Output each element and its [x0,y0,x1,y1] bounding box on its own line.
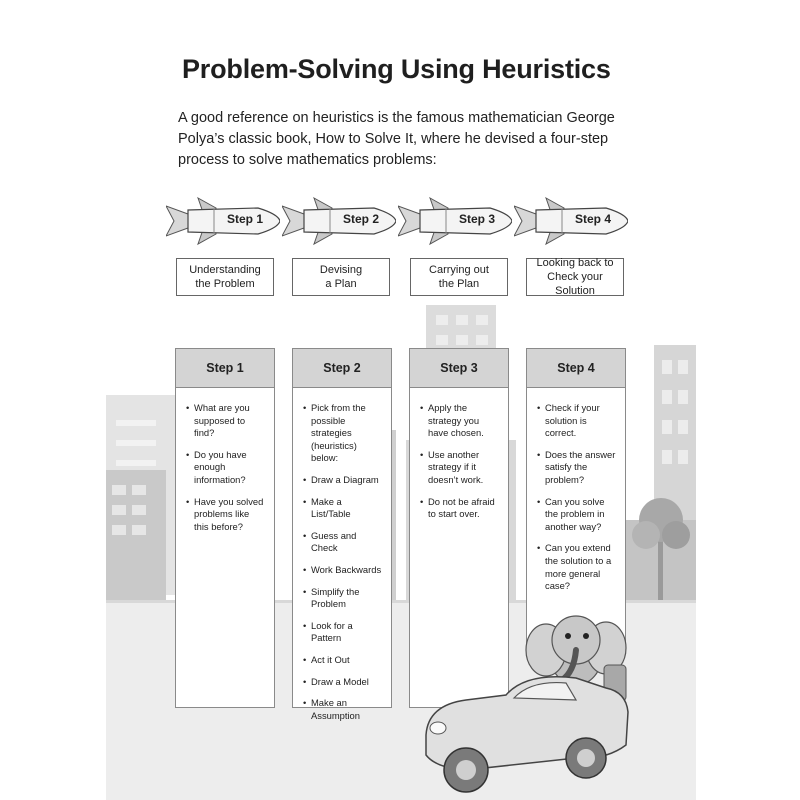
step-column-1: Step 1 What are you supposed to find? Do… [175,348,275,708]
list-item: Act it Out [303,654,383,667]
rocket-step-4: Step 4 [514,196,628,246]
step-column-4: Step 4 Check if your solution is correct… [526,348,626,648]
step-name-box-3: Carrying out the Plan [410,258,508,296]
column-header: Step 4 [527,349,625,388]
list-item: Do not be afraid to start over. [420,496,500,521]
rocket-step-1: Step 1 [166,196,280,246]
column-list: Pick from the possible strategies (heuri… [293,388,391,722]
intro-paragraph: A good reference on heuristics is the fa… [178,110,615,168]
list-item: Do you have enough information? [186,449,266,487]
column-list: Apply the strategy you have chosen. Use … [410,388,508,521]
rocket-label: Step 3 [458,212,495,226]
list-item: Work Backwards [303,564,383,577]
column-header: Step 1 [176,349,274,388]
column-list: Check if your solution is correct. Does … [527,388,625,593]
list-item: Simplify the Problem [303,586,383,611]
rocket-step-2: Step 2 [282,196,396,246]
list-item: Make an Assumption [303,697,383,722]
rocket-icon [514,196,628,246]
rocket-label: Step 4 [574,212,611,226]
worksheet-page: Problem-Solving Using Heuristics A good … [106,0,696,800]
list-item: Does the answer satisfy the problem? [537,449,617,487]
rocket-icon [166,196,280,246]
step-name-box-4: Looking back to Check your Solution [526,257,624,297]
list-item: Make a List/Table [303,496,383,521]
column-header: Step 2 [293,349,391,388]
step-name-box-1: Understanding the Problem [176,258,274,296]
list-item: Can you solve the problem in another way… [537,496,617,534]
step-name-line: Carrying out [429,264,489,276]
step-name-line: Check your Solution [547,271,603,297]
step-name-line: a Plan [325,278,357,290]
step-name-box-2: Devising a Plan [292,258,390,296]
list-item: Have you solved problems like this befor… [186,496,266,534]
step-name-line: Devising [319,264,363,276]
list-item: What are you supposed to find? [186,402,266,440]
list-item: Guess and Check [303,530,383,555]
list-item: Draw a Diagram [303,474,383,487]
step-column-3: Step 3 Apply the strategy you have chose… [409,348,509,708]
step-name-line: Understanding [189,264,261,276]
tree-icon [632,498,690,600]
step-name-line: the Problem [195,278,255,290]
list-item: Apply the strategy you have chosen. [420,402,500,440]
rocket-label: Step 2 [342,212,379,226]
step-column-2: Step 2 Pick from the possible strategies… [292,348,392,721]
column-list: What are you supposed to find? Do you ha… [176,388,274,533]
step-name-line: the Plan [438,278,480,290]
list-item: Use another strategy if it doesn’t work. [420,449,500,487]
elephant-in-car-illustration [425,615,629,793]
rocket-icon [398,196,512,246]
list-item: Check if your solution is correct. [537,402,617,440]
rocket-icon [282,196,396,246]
rocket-label: Step 1 [226,212,263,226]
list-item: Pick from the possible strategies (heuri… [303,402,383,465]
page-title: Problem-Solving Using Heuristics [182,54,611,84]
list-item: Look for a Pattern [303,620,383,645]
list-item: Draw a Model [303,676,383,689]
step-name-line: Looking back to [536,257,614,269]
column-header: Step 3 [410,349,508,388]
rocket-step-3: Step 3 [398,196,512,246]
list-item: Can you extend the solution to a more ge… [537,542,617,592]
